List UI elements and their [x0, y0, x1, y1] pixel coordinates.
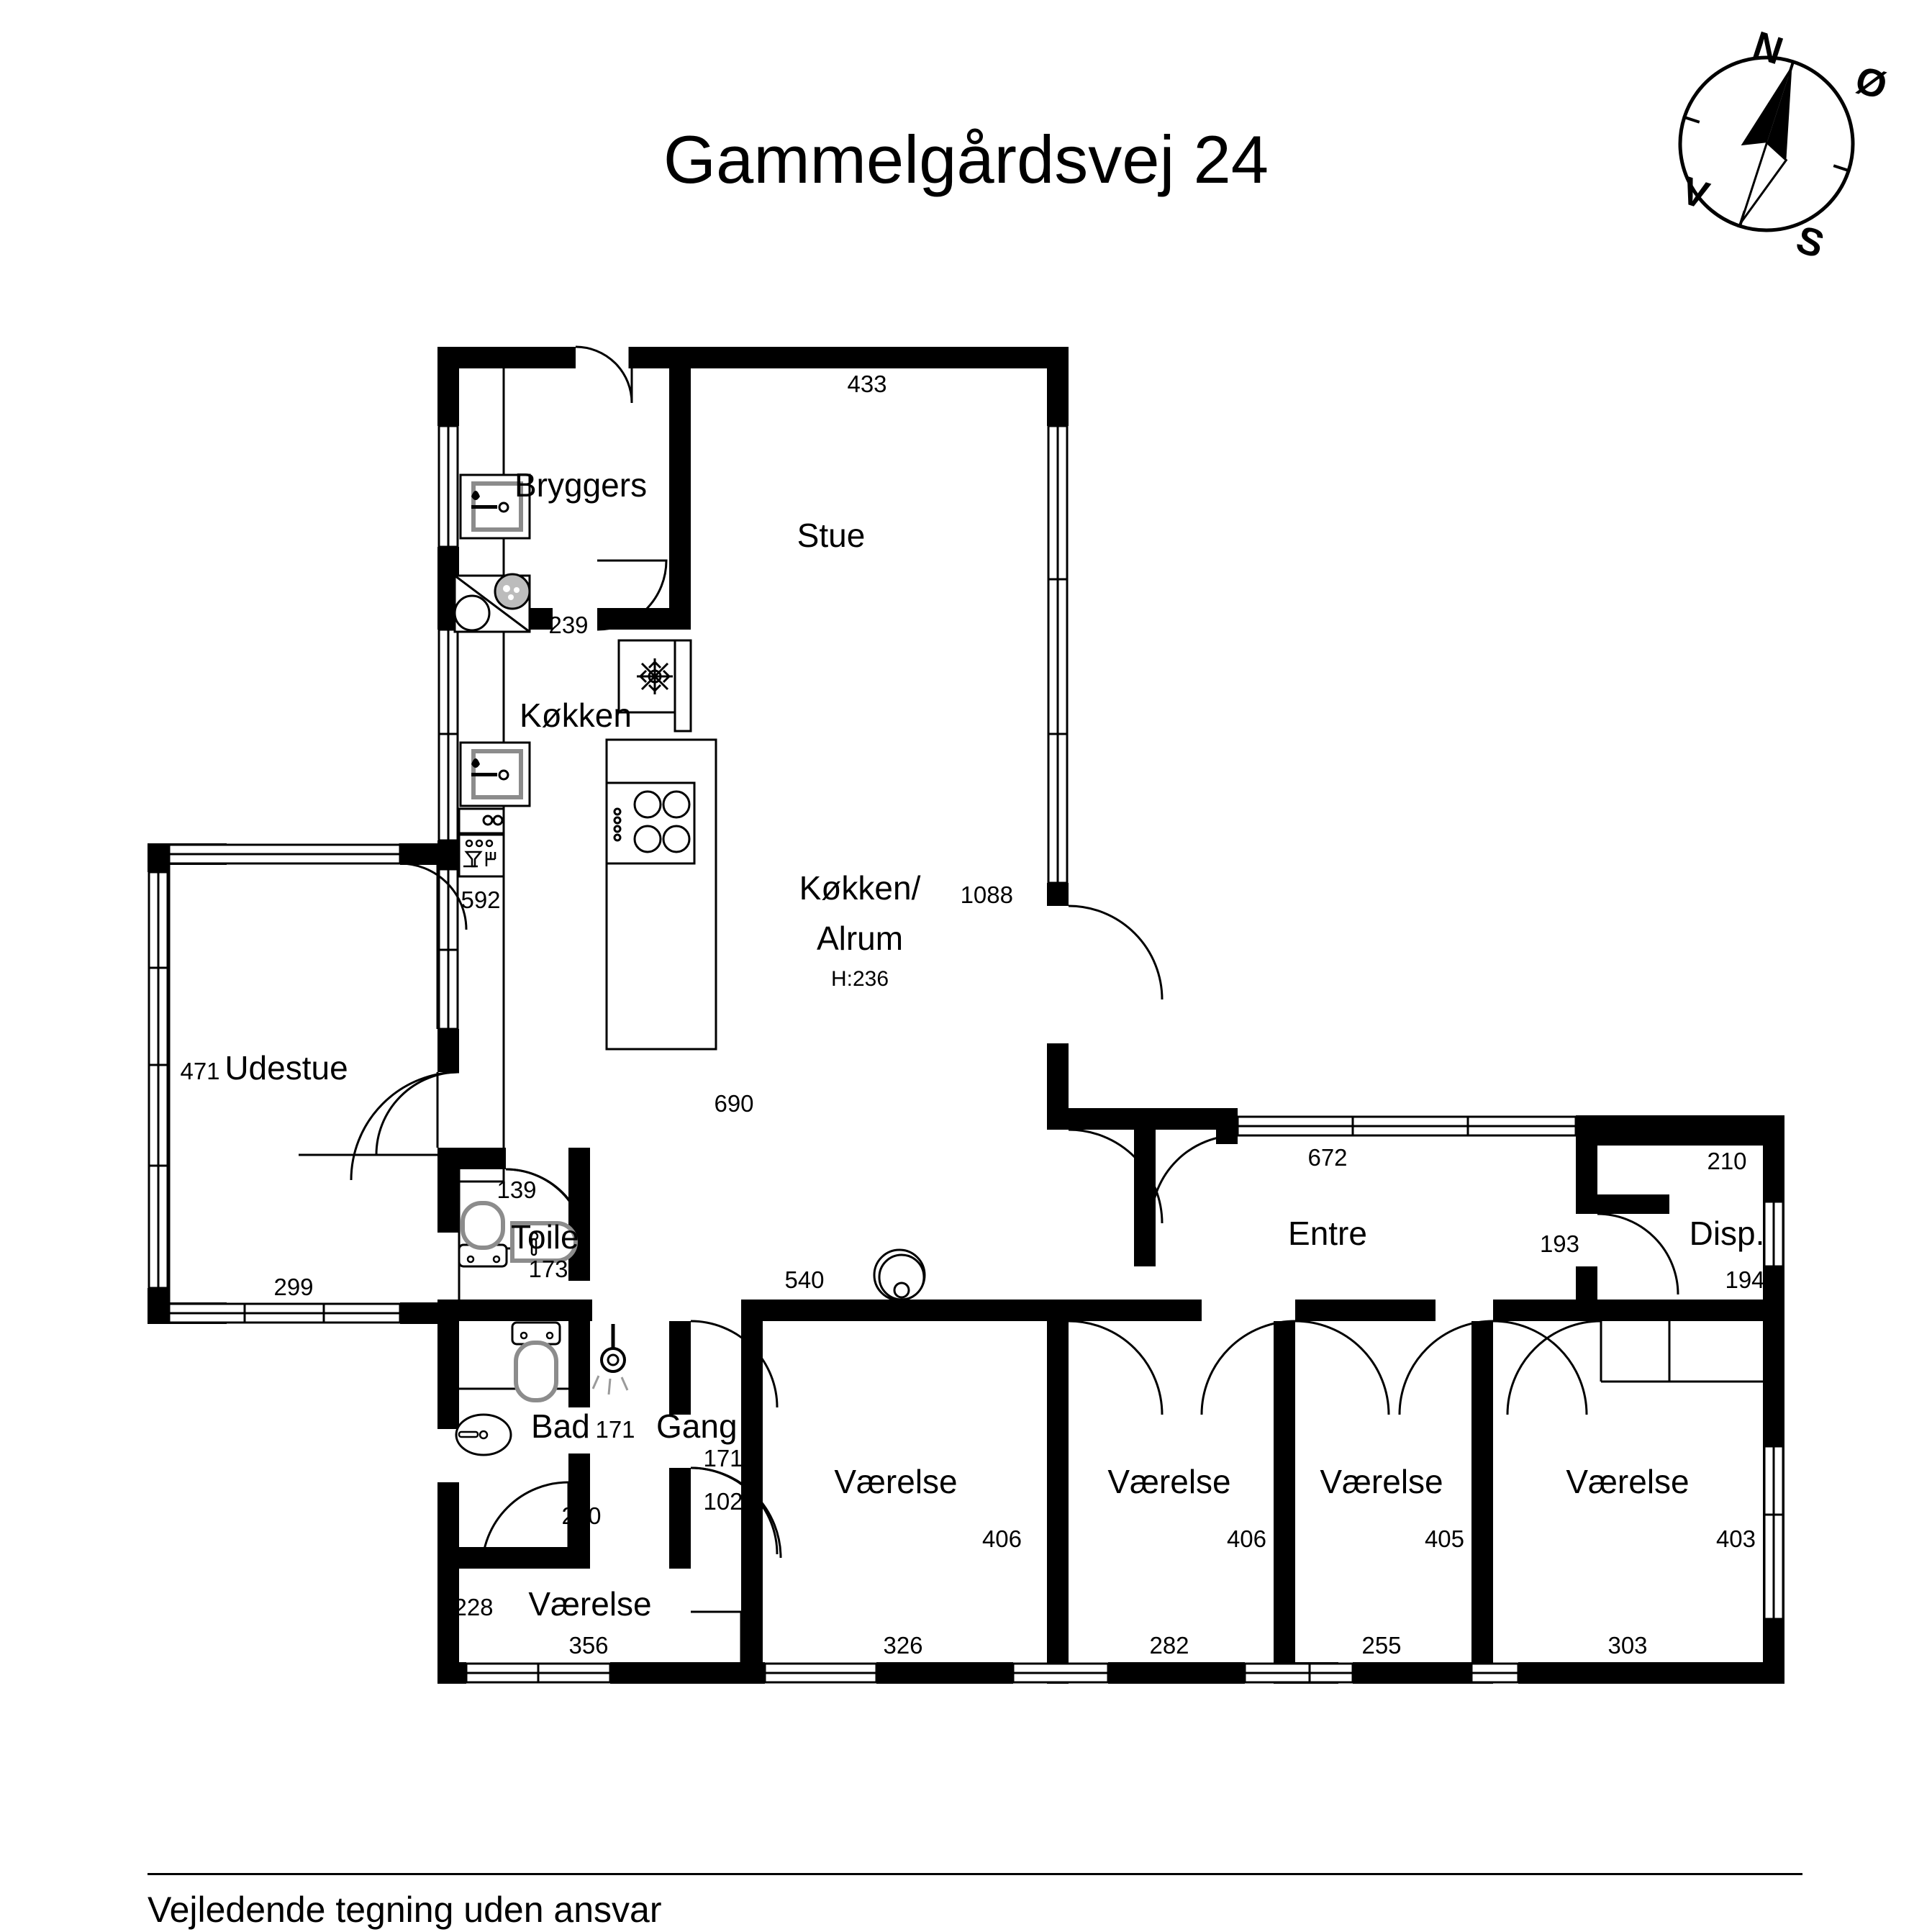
walls-layer — [148, 347, 1784, 1684]
dishwasher-icon — [458, 833, 505, 878]
room-label-vaerelse-1: Værelse — [528, 1585, 651, 1623]
room-label-udestue: Udestue — [225, 1049, 348, 1087]
room-label-vaerelse-2: Værelse — [834, 1463, 957, 1500]
room-label-vaerelse-4: Værelse — [1320, 1463, 1443, 1500]
dim-v2-bottom: 326 — [883, 1632, 922, 1659]
dim-gang-bottom: 102 — [703, 1488, 743, 1515]
dim-bad-width: 171 — [595, 1416, 635, 1443]
room-label-kokken: Køkken — [520, 697, 632, 734]
dim-v3-right: 406 — [1227, 1525, 1266, 1552]
dim-entre-top: 672 — [1307, 1144, 1347, 1171]
dim-bad-bottom: 230 — [561, 1502, 601, 1529]
dim-v4-bottom: 255 — [1361, 1632, 1401, 1659]
shower-head-icon — [591, 1324, 629, 1395]
room-label-vaerelse-5: Værelse — [1566, 1463, 1689, 1500]
dim-gang-width: 171 — [703, 1445, 743, 1471]
room-label-disp: Disp. — [1690, 1215, 1765, 1252]
dim-stue-top: 433 — [847, 371, 886, 397]
dim-disp-right: 194 — [1725, 1266, 1764, 1293]
room-label-gang: Gang — [656, 1407, 738, 1445]
dim-bryggers-door: 239 — [548, 612, 588, 638]
page-title: Gammelgårdsvej 24 — [663, 122, 1269, 197]
room-label-bad: Bad — [531, 1407, 590, 1445]
sink-kitchen-icon — [459, 741, 531, 807]
oven-icon — [458, 807, 505, 835]
compass-rose: N Ø S V — [1644, 22, 1889, 266]
dim-v1-left: 228 — [453, 1594, 493, 1620]
wood-stove-icon — [873, 1248, 926, 1302]
fixtures-layer — [453, 473, 926, 1456]
room-labels-layer: Bryggers Stue Køkken Køkken/ Alrum H:236… — [225, 466, 1764, 1623]
dim-right-window: 1088 — [961, 881, 1013, 908]
dimensions-layer: 433 239 592 1088 690 540 471 299 139 173… — [180, 371, 1764, 1659]
dim-toilet-door: 139 — [496, 1176, 536, 1203]
washbasin-bad-icon — [455, 1413, 512, 1456]
dim-toilet-width: 173 — [528, 1256, 568, 1282]
partitions-layer — [168, 368, 1763, 1662]
dim-v2-right: 406 — [982, 1525, 1022, 1552]
room-label-entre: Entre — [1288, 1215, 1367, 1252]
washbasin-toilet-icon — [510, 1221, 578, 1263]
room-label-kokken-alrum-height: H:236 — [831, 967, 889, 991]
doors-layer — [299, 345, 1679, 1569]
toilet-wc-bad-icon — [511, 1321, 561, 1402]
room-label-stue: Stue — [797, 517, 866, 554]
room-label-bryggers: Bryggers — [514, 466, 647, 504]
toilet-wc-icon — [458, 1201, 508, 1268]
footer-divider — [148, 1873, 1802, 1875]
room-label-kokken-alrum-2: Alrum — [817, 920, 903, 957]
sink-bryggers-icon — [459, 473, 531, 540]
dim-alrum-left: 690 — [714, 1090, 753, 1117]
dim-v5-right: 403 — [1716, 1525, 1756, 1552]
windows-layer — [148, 425, 1784, 1684]
dim-v4-right: 405 — [1425, 1525, 1464, 1552]
freezer-icon — [617, 639, 692, 733]
dim-v5-bottom: 303 — [1607, 1632, 1647, 1659]
dim-disp-top: 210 — [1707, 1148, 1746, 1174]
tumble-dryer-icon — [453, 594, 491, 632]
room-label-vaerelse-3: Værelse — [1107, 1463, 1230, 1500]
dim-v3-bottom: 282 — [1149, 1632, 1189, 1659]
kitchen-island-icon — [605, 738, 717, 1051]
room-label-kokken-alrum-1: Køkken/ — [799, 869, 921, 907]
room-label-toilet: Toilet — [511, 1218, 589, 1256]
dim-entre-right: 193 — [1540, 1230, 1579, 1257]
dim-alrum-bottom: 540 — [784, 1266, 824, 1293]
dim-v1-bottom: 356 — [568, 1632, 608, 1659]
dim-udestue-left: 471 — [180, 1058, 219, 1084]
dim-kokken-left: 592 — [461, 886, 500, 913]
dim-udestue-bottom: 299 — [273, 1274, 313, 1300]
footer-disclaimer: Vejledende tegning uden ansvar — [148, 1890, 662, 1930]
